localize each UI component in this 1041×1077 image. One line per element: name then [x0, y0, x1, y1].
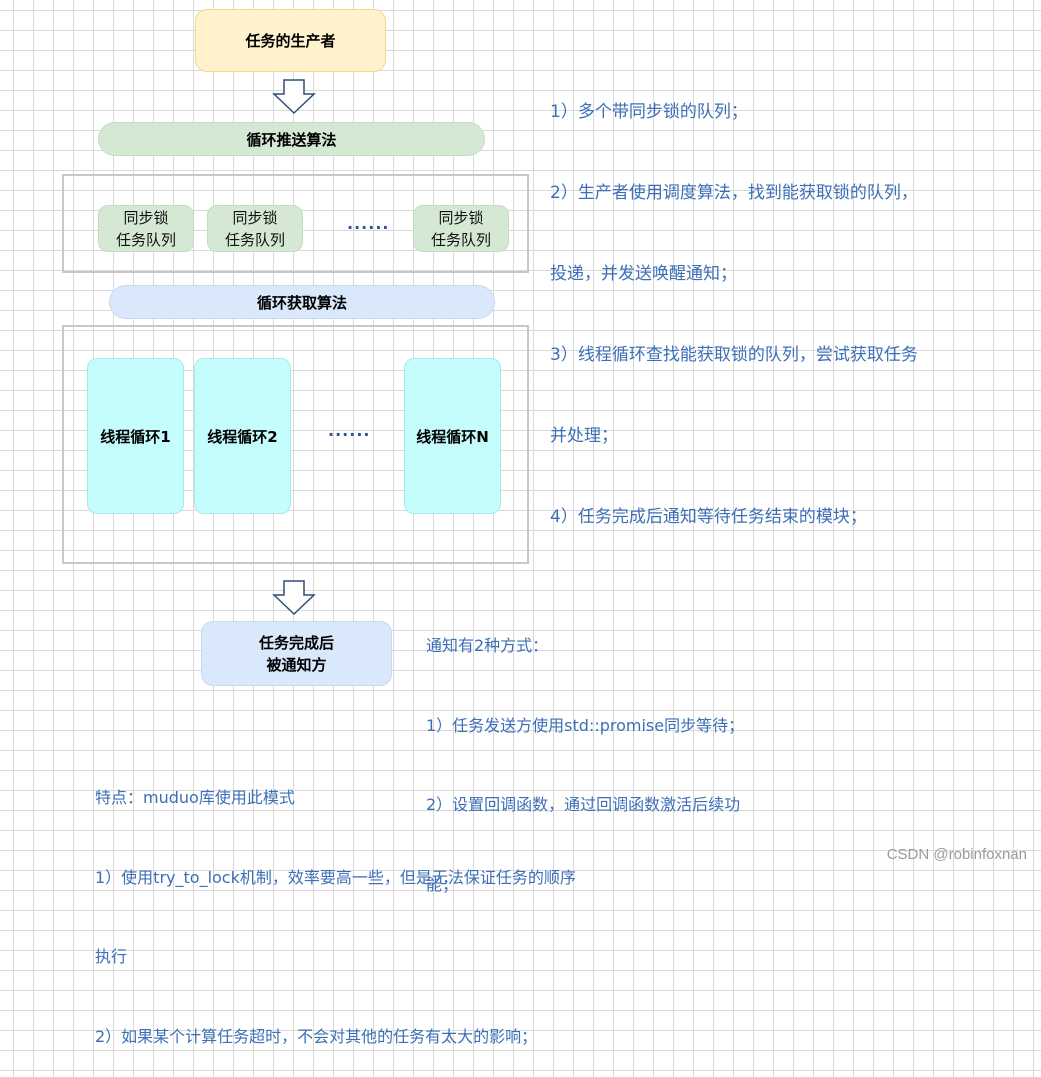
queue-line1: 同步锁 [438, 208, 484, 227]
notified-line2: 被通知方 [266, 655, 327, 674]
producer-label: 任务的生产者 [245, 32, 336, 50]
thread-loop-node: 线程循环2 [194, 358, 291, 514]
fetch-algorithm-label: 循环获取算法 [256, 293, 347, 312]
notification-notes: 通知有2种方式： 1）任务发送方使用std::promise同步等待； 2）设置… [426, 580, 744, 925]
thread-loop-node: 线程循环1 [87, 358, 184, 514]
watermark: CSDN @robinfoxnan [886, 846, 1027, 863]
queue-line2: 任务队列 [430, 230, 491, 249]
mechanism-notes: 1）多个带同步锁的队列； 2）生产者使用调度算法，找到能获取锁的队列， 投递，并… [550, 45, 918, 558]
thread-ellipsis: ...... [328, 421, 371, 440]
notified-line1: 任务完成后 [258, 633, 334, 652]
down-arrow-icon [272, 580, 316, 616]
thread-loop-label: 线程循环N [416, 427, 489, 446]
queue-node: 同步锁 任务队列 [207, 205, 303, 252]
note-line: 2）设置回调函数，通过回调函数激活后续功 [426, 795, 741, 814]
note-line: 3）线程循环查找能获取锁的队列，尝试获取任务 [550, 345, 918, 365]
thread-loop-label: 线程循环2 [207, 427, 278, 446]
down-arrow-icon [272, 79, 316, 115]
queue-ellipsis: ...... [347, 214, 390, 233]
push-algorithm-label: 循环推送算法 [246, 130, 337, 149]
thread-loop-label: 线程循环1 [100, 427, 171, 446]
thread-loop-node: 线程循环N [404, 358, 501, 514]
queue-node: 同步锁 任务队列 [413, 205, 509, 252]
thread-container [62, 325, 529, 564]
note-line: 1）任务发送方使用std::promise同步等待； [426, 715, 745, 735]
note-line: 执行 [95, 947, 128, 966]
note-line: 1）多个带同步锁的队列； [550, 102, 748, 122]
note-line: 1）使用try_to_lock机制，效率要高一些，但是无法保证任务的顺序 [95, 867, 576, 887]
note-line: 通知有2种方式： [426, 636, 549, 655]
note-line: 并处理； [550, 426, 618, 446]
feature-notes: 特点：muduo库使用此模式 1）使用try_to_lock机制，效率要高一些，… [95, 732, 576, 1077]
note-line: 特点：muduo库使用此模式 [95, 788, 295, 807]
queue-line1: 同步锁 [123, 208, 169, 227]
note-line: 2）生产者使用调度算法，找到能获取锁的队列， [550, 183, 918, 203]
queue-container [62, 174, 529, 273]
queue-line2: 任务队列 [224, 230, 285, 249]
queue-line2: 任务队列 [115, 230, 176, 249]
producer-node: 任务的生产者 [195, 9, 386, 72]
note-line: 投递，并发送唤醒通知； [550, 264, 737, 284]
notified-party-node: 任务完成后 被通知方 [201, 621, 392, 686]
fetch-algorithm-bar: 循环获取算法 [109, 285, 495, 319]
queue-line1: 同步锁 [232, 208, 278, 227]
push-algorithm-bar: 循环推送算法 [98, 122, 485, 156]
queue-node: 同步锁 任务队列 [98, 205, 194, 252]
note-line: 4）任务完成后通知等待任务结束的模块； [550, 507, 867, 527]
note-line: 2）如果某个计算任务超时，不会对其他的任务有太大的影响； [95, 1026, 538, 1046]
